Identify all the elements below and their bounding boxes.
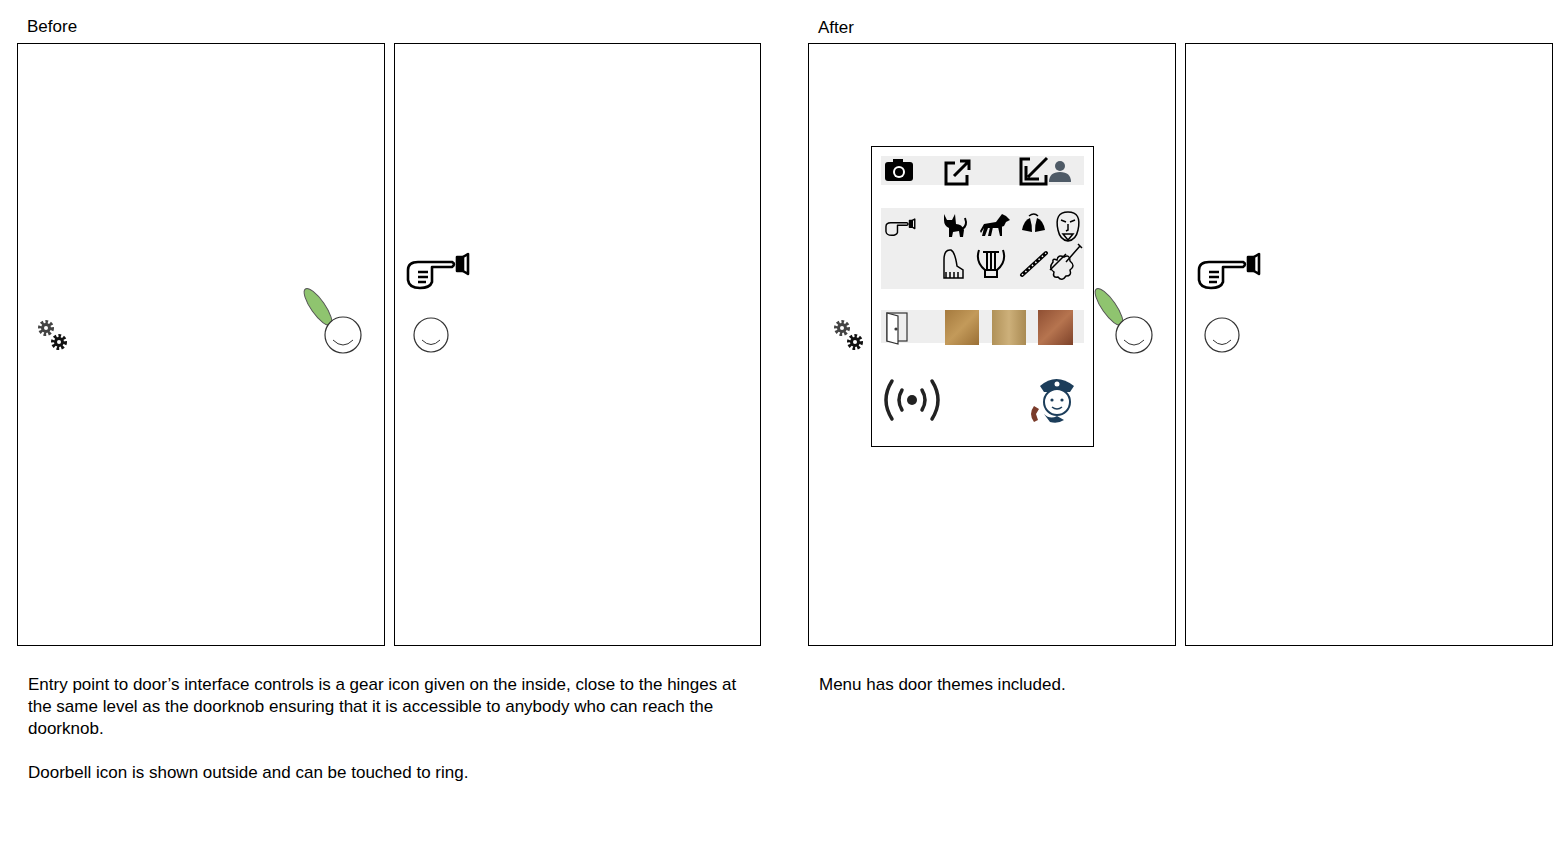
cat-icon: [944, 214, 966, 237]
gear-icon: [836, 322, 861, 348]
wood-theme-swatch: [992, 310, 1026, 345]
door-panel: [18, 44, 385, 646]
doorknob-outside: [414, 318, 448, 352]
wood-theme-swatch: [945, 310, 979, 345]
door-icon: [887, 313, 907, 344]
door-menu-panel: [872, 147, 1094, 447]
camera-icon: [885, 159, 913, 181]
lyre-icon: [978, 250, 1004, 277]
police-call-icon: [1031, 379, 1074, 423]
doorknob-outside: [1205, 318, 1239, 352]
doorknob-inside: [300, 285, 361, 353]
door-panel: [809, 44, 1176, 646]
violin-icon: [1050, 244, 1082, 279]
broadcast-icon: [886, 381, 938, 419]
share-icon: [946, 161, 969, 184]
doorbell-hand-icon: [886, 219, 915, 235]
doorknob-inside: [1091, 285, 1152, 353]
panel-heading: Before: [27, 16, 227, 38]
note-text: Doorbell icon is shown outside and can b…: [28, 762, 753, 784]
gear-icon: [40, 322, 65, 348]
doorbell-hand-icon: [408, 254, 468, 288]
import-person-icon: [1021, 158, 1071, 184]
dog-icon: [980, 214, 1010, 236]
note-text: Entry point to door’s interface controls…: [28, 674, 753, 740]
piano-icon: [944, 250, 963, 278]
door-panel: [395, 44, 761, 646]
flute-icon: [1022, 253, 1046, 275]
door-panel: [1186, 44, 1553, 646]
doorbell-hand-icon: [1199, 254, 1259, 288]
note-text: Menu has door themes included.: [819, 674, 1519, 696]
bells-icon: [1022, 214, 1045, 232]
panel-heading: After: [818, 17, 1018, 39]
wood-theme-swatch: [1038, 310, 1073, 345]
face-icon: [1057, 212, 1079, 241]
